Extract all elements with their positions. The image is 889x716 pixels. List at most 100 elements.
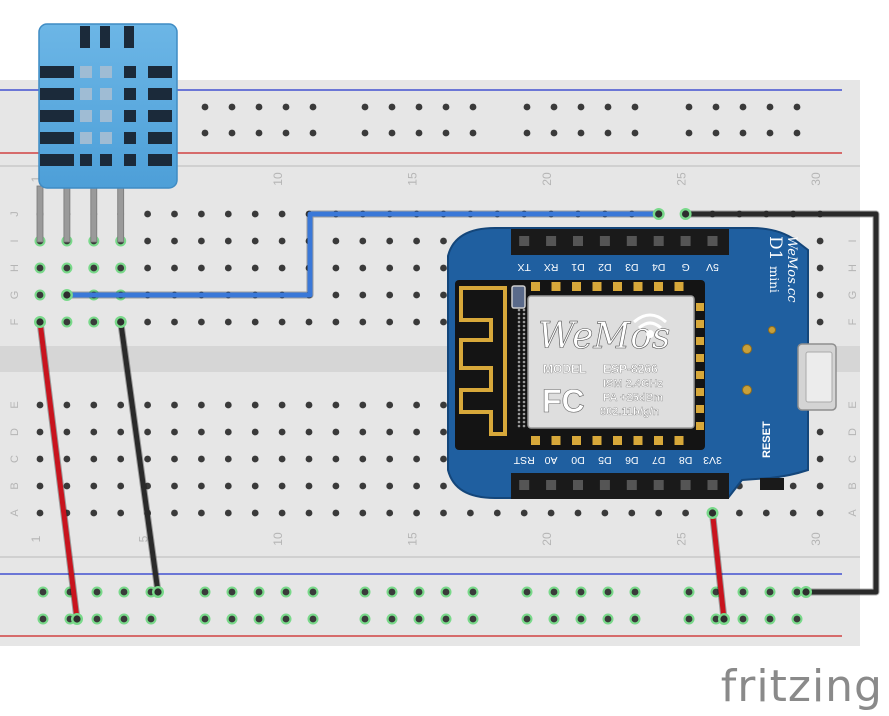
breadboard-hole [440, 264, 447, 272]
pin-label-top: RX [544, 261, 559, 273]
rail-hole [309, 129, 317, 137]
rail-hole [793, 615, 801, 623]
rail-hole [469, 103, 477, 111]
pcb-vias [742, 326, 776, 395]
row-letter: F [9, 318, 21, 325]
wire-ground-black-left [118, 319, 161, 595]
pin-label-bottom: D0 [571, 454, 585, 466]
breadboard-hole [117, 428, 125, 436]
rail-hole [282, 103, 290, 111]
board-suffix: mini [767, 266, 781, 293]
breadboard-hole [278, 455, 286, 463]
rail-hole [442, 129, 450, 137]
breadboard-hole [144, 455, 152, 463]
header-pin [573, 236, 583, 246]
breadboard-hole [144, 210, 152, 218]
dht-legs [36, 185, 125, 243]
rail-hole [228, 103, 236, 111]
breadboard-hole [386, 318, 394, 326]
reset-label: RESET [761, 421, 773, 458]
breadboard-hole [305, 509, 313, 517]
breadboard-hole [413, 237, 420, 245]
fc-mark: FC [542, 383, 585, 419]
rail-hole [739, 103, 747, 111]
breadboard-hole [305, 318, 313, 326]
wire-power-red-right [710, 510, 727, 622]
rail-hole [282, 588, 290, 596]
breadboard-labels: JJIIHHGGFFEEDDCCBBAA11551010151520202525… [9, 172, 859, 546]
rail-hole [361, 615, 369, 623]
pin-label-bottom: D8 [679, 454, 693, 466]
rail-hole [577, 615, 585, 623]
column-label: 1 [29, 535, 43, 542]
column-label: 1 [29, 175, 43, 182]
breadboard-hole [63, 428, 71, 436]
breadboard-hole [762, 509, 770, 517]
breadboard-hole [386, 482, 394, 490]
breadboard-hole [359, 509, 367, 517]
module-castellations [517, 282, 704, 445]
rail-hole [388, 103, 396, 111]
row-letter: E [9, 401, 21, 408]
breadboard-hole [440, 509, 447, 517]
column-label: 30 [809, 532, 823, 546]
column-label: 15 [406, 532, 420, 546]
rail-hole [255, 103, 263, 111]
board-title: D1 mini WeMos.cc [765, 236, 799, 303]
breadboard-hole [251, 482, 259, 490]
breadboard-hole [144, 428, 152, 436]
rail-hole [361, 103, 369, 111]
pin-label-top: D2 [598, 261, 612, 273]
breadboard-hole [171, 264, 178, 272]
rail-hole [442, 103, 450, 111]
rail-hole [388, 588, 396, 596]
breadboard-hole [171, 210, 178, 218]
breadboard-hole [251, 509, 259, 517]
rail-hole [523, 615, 531, 623]
breadboard-hole [144, 318, 152, 326]
breadboard-hole [332, 318, 340, 326]
rail-hole [255, 588, 263, 596]
breadboard-hole [493, 509, 501, 517]
breadboard-hole [198, 401, 205, 409]
header-pin [546, 236, 557, 246]
breadboard-hole [198, 210, 205, 218]
rail-hole [631, 615, 639, 623]
row-letter: H [9, 264, 21, 272]
rail-hole [550, 588, 558, 596]
header-top [511, 229, 729, 255]
breadboard-hole [816, 237, 824, 245]
breadboard-hole [278, 318, 286, 326]
breadboard-hole [171, 455, 178, 463]
breadboard-hole [278, 509, 286, 517]
rail-hole [712, 615, 720, 623]
row-letter: D [847, 428, 859, 436]
breadboard-hole [386, 455, 394, 463]
row-letter: C [847, 455, 859, 463]
breadboard-hole [198, 318, 205, 326]
breadboard-hole [90, 264, 98, 272]
breadboard-hole [332, 482, 340, 490]
rail-hole [523, 103, 531, 111]
breadboard-hole [251, 318, 259, 326]
pin-label-bottom: A0 [545, 454, 558, 466]
breadboard-hole [198, 428, 205, 436]
rail-hole [604, 588, 612, 596]
breadboard-hole [332, 237, 340, 245]
breadboard-hole [90, 509, 98, 517]
row-letter: G [847, 291, 859, 300]
header-pin [546, 480, 557, 490]
column-label: 25 [675, 532, 689, 546]
pin-label-bottom: 3V3 [703, 454, 722, 466]
header-pin [653, 480, 664, 490]
model-value: ESP-8266 [603, 362, 658, 376]
breadboard-hole [413, 401, 420, 409]
wire-power-red-left [37, 319, 80, 622]
breadboard-hole [198, 455, 205, 463]
breadboard-hole [359, 455, 367, 463]
rail-hole [93, 588, 101, 596]
breadboard-hole [332, 428, 340, 436]
breadboard-hole [224, 318, 232, 326]
rail-hole [282, 129, 290, 137]
breadboard-hole [224, 264, 232, 272]
